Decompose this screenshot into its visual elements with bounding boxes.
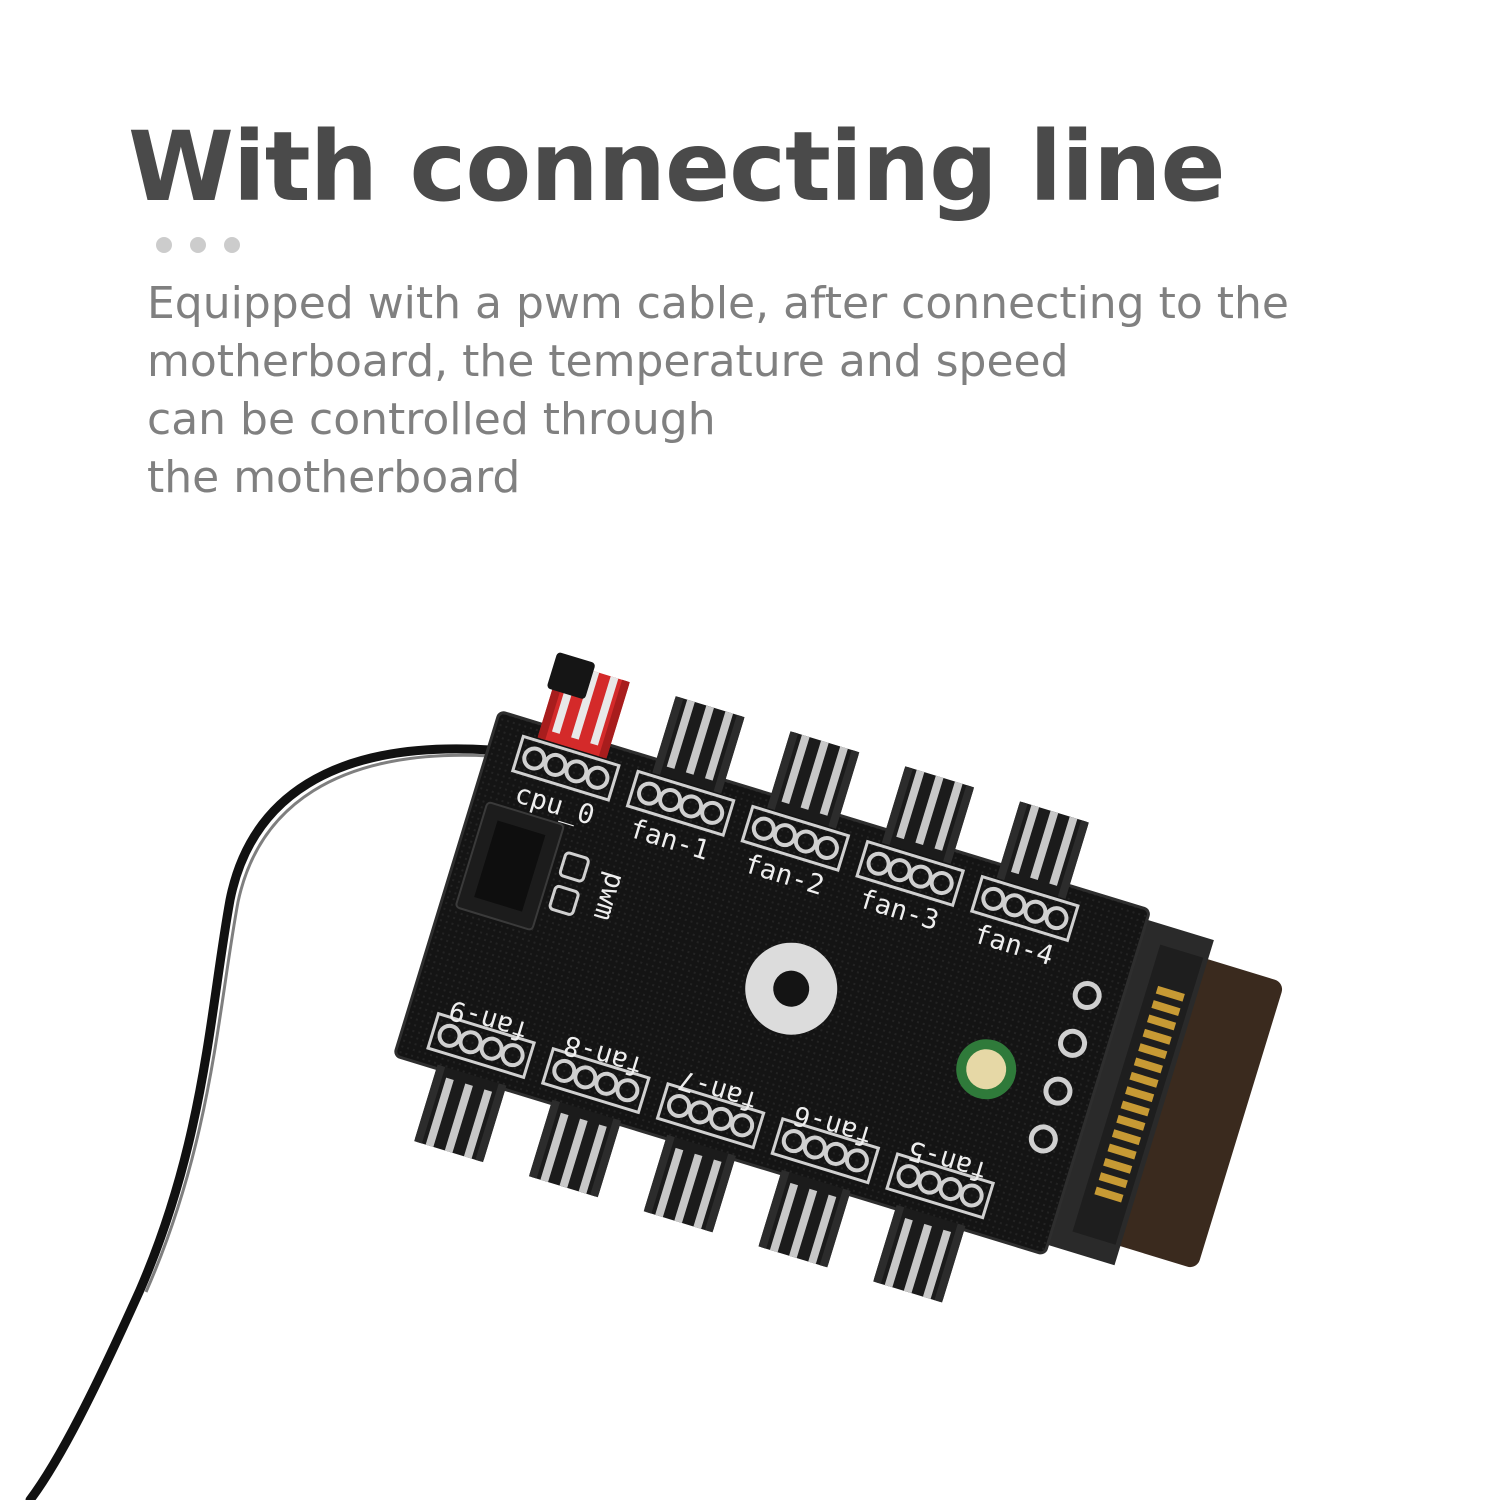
dot — [224, 237, 240, 253]
mounting-hole — [745, 942, 838, 1035]
dot — [190, 237, 206, 253]
dot — [156, 237, 172, 253]
description-line: Equipped with a pwm cable, after connect… — [147, 278, 1289, 329]
sata-connector — [1037, 916, 1283, 1268]
description-line: the motherboard — [147, 452, 521, 503]
fan-hub-product-image: cpu_0 fan-1 fan-2 fan-3 fan-4 fan-5 fan-… — [0, 540, 1500, 1500]
description-line: motherboard, the temperature and speed — [147, 336, 1069, 387]
description-line: can be controlled through — [147, 394, 716, 445]
pwm-connector — [455, 801, 590, 931]
pwm-cable — [25, 744, 495, 1500]
decorative-dots — [156, 237, 240, 253]
fan-hub-illustration: cpu_0 fan-1 fan-2 fan-3 fan-4 fan-5 fan-… — [25, 652, 1283, 1500]
capacitor — [956, 1039, 1017, 1100]
description: Equipped with a pwm cable, after connect… — [147, 275, 1347, 507]
headline: With connecting line — [128, 111, 1226, 223]
